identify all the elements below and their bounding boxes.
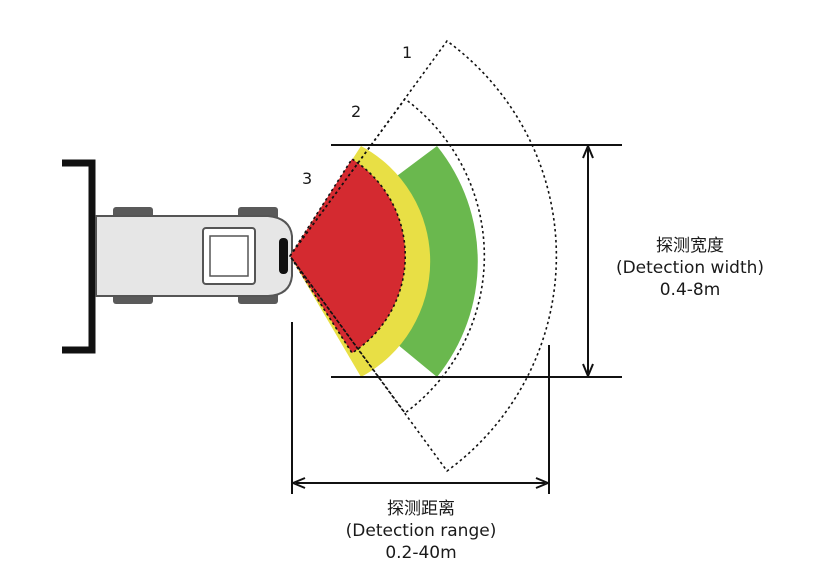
zone-2-outline	[289, 97, 486, 415]
fork-carriage	[62, 159, 96, 354]
width-arrow-top	[582, 145, 594, 159]
range-arrow-left	[292, 477, 306, 489]
zone-3-red	[290, 159, 406, 353]
zone-3-outline	[289, 157, 407, 355]
range-dimension	[291, 322, 550, 494]
detection-zones	[290, 146, 478, 377]
sensor-icon	[279, 238, 288, 274]
range-title: 探测距离	[387, 499, 455, 519]
vehicle-body	[95, 215, 293, 297]
zone-3-number: 3	[302, 169, 312, 188]
zone-outlines	[289, 39, 558, 473]
range-label: 探测距离 (Detection range) 0.2-40m	[346, 499, 497, 563]
width-label: 探测宽度 (Detection width) 0.4-8m	[616, 236, 764, 300]
width-dimension	[331, 144, 622, 378]
zone-1-number: 1	[402, 43, 412, 62]
forklift-vehicle	[62, 159, 293, 354]
zone-2-number: 2	[351, 102, 361, 121]
range-arrow-right	[535, 477, 549, 489]
vehicle-seat	[209, 235, 249, 277]
width-value: 0.4-8m	[660, 280, 721, 300]
range-subtitle: (Detection range)	[346, 521, 497, 541]
range-value: 0.2-40m	[385, 543, 456, 563]
width-title: 探测宽度	[656, 236, 724, 256]
zone-1-outline	[289, 39, 558, 473]
width-subtitle: (Detection width)	[616, 258, 764, 278]
width-arrow-bottom	[582, 363, 594, 377]
